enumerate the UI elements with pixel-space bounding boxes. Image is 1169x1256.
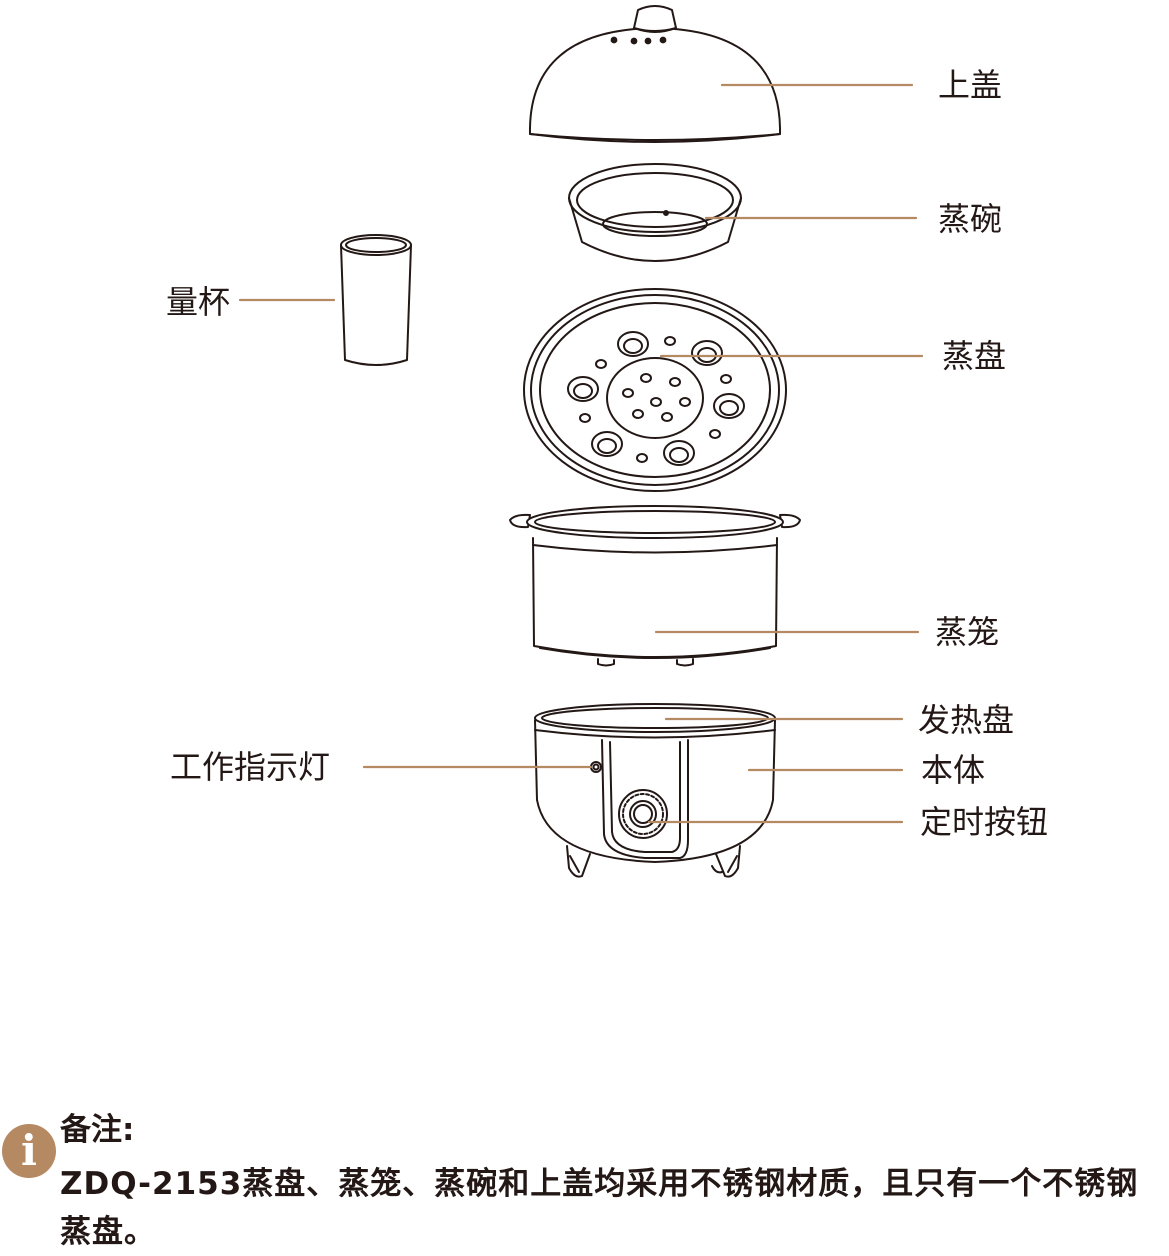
steam-bowl-drawing: [568, 163, 742, 262]
note-title: 备注:: [60, 1112, 135, 1148]
label-steam-bowl: 蒸碗: [938, 200, 1003, 238]
label-heating-plate: 发热盘: [918, 701, 1015, 739]
note-body: ZDQ-2153蒸盘、蒸笼、蒸碗和上盖均采用不锈钢材质，且只有一个不锈钢蒸盘。: [60, 1166, 1139, 1250]
measuring-cup-drawing: [340, 234, 412, 366]
label-main-body: 本体: [921, 751, 986, 789]
info-icon: i: [2, 1124, 56, 1178]
label-measuring-cup: 量杯: [166, 283, 231, 321]
steam-tray-drawing: [523, 288, 787, 492]
label-steamer-basket: 蒸笼: [935, 613, 1000, 651]
steamer-basket-drawing: [509, 505, 801, 667]
leader-lines: [238, 83, 924, 824]
main-body-drawing: [534, 703, 776, 878]
label-steam-tray: 蒸盘: [942, 337, 1007, 375]
label-lid: 上盖: [938, 66, 1003, 104]
label-timer-knob: 定时按钮: [920, 803, 1049, 841]
label-indicator-light: 工作指示灯: [170, 748, 331, 786]
lid-drawing: [528, 5, 782, 143]
